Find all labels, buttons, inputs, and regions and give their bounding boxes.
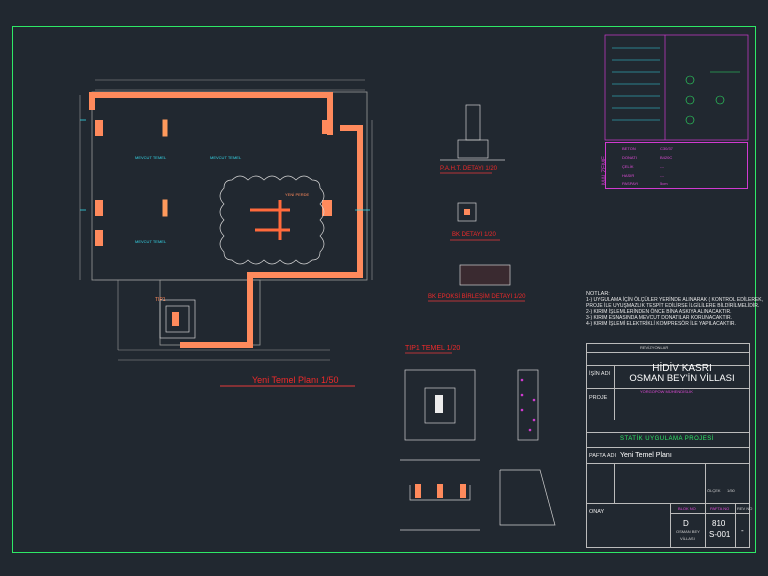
note-line: PROJE İLE UYUŞMAZLIK TESPİT EDİLİRSE İLG…: [586, 303, 760, 309]
blok-no-label: BLOK NO: [678, 506, 696, 511]
notes-heading: NOTLAR:: [586, 291, 610, 297]
pafta-adi-label: PAFTA ADI: [589, 453, 616, 459]
note-line: 4-) KIRIM İŞLEMİ ELEKTRİKLİ KOMPRESÖR İL…: [586, 321, 736, 327]
malzeme-key: HASIR: [622, 173, 635, 178]
tip1-detail-title: TIP1 TEMEL 1/20: [405, 345, 461, 352]
isin-adi-label: İŞİN ADI: [589, 371, 611, 377]
bk-epoksi-detail-title: BK EPOKSİ BİRLEŞİM DETAYI 1/20: [428, 294, 526, 300]
pafta-no-label: PAFTA NO: [710, 506, 730, 511]
revisions-header: REVİZYONLAR: [640, 345, 669, 350]
firm-name: YORGOPOW MÜHENDİSLİK: [640, 389, 693, 394]
malzeme-value: C30/37: [660, 146, 673, 151]
malzeme-key: ÇELİK: [622, 164, 634, 169]
pah-detail-title: P.A.H.T. DETAYI 1/20: [440, 166, 498, 172]
plan-dim-label: MEVCUT TEMEL: [210, 155, 242, 160]
malzeme-key: DONATI: [622, 155, 637, 160]
project-name-line1: HİDİV KASRI: [652, 363, 712, 374]
pafta-adi: Yeni Temel Planı: [620, 452, 672, 459]
plan-dim-label: MEVCUT TEMEL: [135, 155, 167, 160]
note-line: 1-) UYGULAMA İÇİN ÖLÇÜLER YERİNDE ALINAR…: [586, 297, 763, 303]
blok-value: D: [683, 519, 689, 528]
malzeme-value: 5cm: [660, 181, 668, 186]
rev-value: -: [741, 526, 744, 535]
project-name-line2: OSMAN BEY'İN VİLLASI: [629, 373, 735, 384]
plan-dim-label: YENİ PERDE: [285, 192, 310, 197]
blok-sub2: VİLLASI: [680, 536, 695, 541]
title-block: [586, 343, 750, 548]
proje-label: PROJE: [589, 395, 608, 401]
footing-label: TIP1: [155, 297, 166, 303]
malzeme-value: B420C: [660, 155, 673, 160]
malzeme-table: [605, 142, 748, 189]
blok-sub: OSMAN BEY: [676, 529, 700, 534]
statik-title: STATİK UYGULAMA PROJESİ: [620, 436, 714, 442]
note-line: 3-) KIRIM ESNASINDA MEVCUT DONATILAR KOR…: [586, 315, 732, 321]
pafta-no-1: 810: [712, 519, 726, 528]
pafta-no-2: S-001: [709, 530, 731, 539]
plan-dim-label: MEVCUT TEMEL: [135, 239, 167, 244]
note-line: 2-) KIRIM İŞLEMLERİNDEN ÖNCE BİNA ASKIYA…: [586, 309, 732, 315]
malzeme-key: BETON: [622, 146, 636, 151]
bk-detail-title: BK DETAYI 1/20: [452, 232, 496, 238]
plan-title: Yeni Temel Planı 1/50: [252, 375, 339, 385]
scale-value: 1/50: [727, 488, 735, 493]
malzeme-key: PASPAYI: [622, 181, 639, 186]
rev-no-label: REV NO: [737, 506, 753, 511]
onay-label: ONAY: [589, 509, 605, 515]
drawing-frame: [12, 26, 756, 553]
scale-label: ÖLÇEK: [707, 488, 721, 493]
malzeme-value: ---: [660, 173, 664, 178]
malzeme-value: ---: [660, 164, 664, 169]
malzeme-title: MALZEME: [602, 155, 608, 185]
